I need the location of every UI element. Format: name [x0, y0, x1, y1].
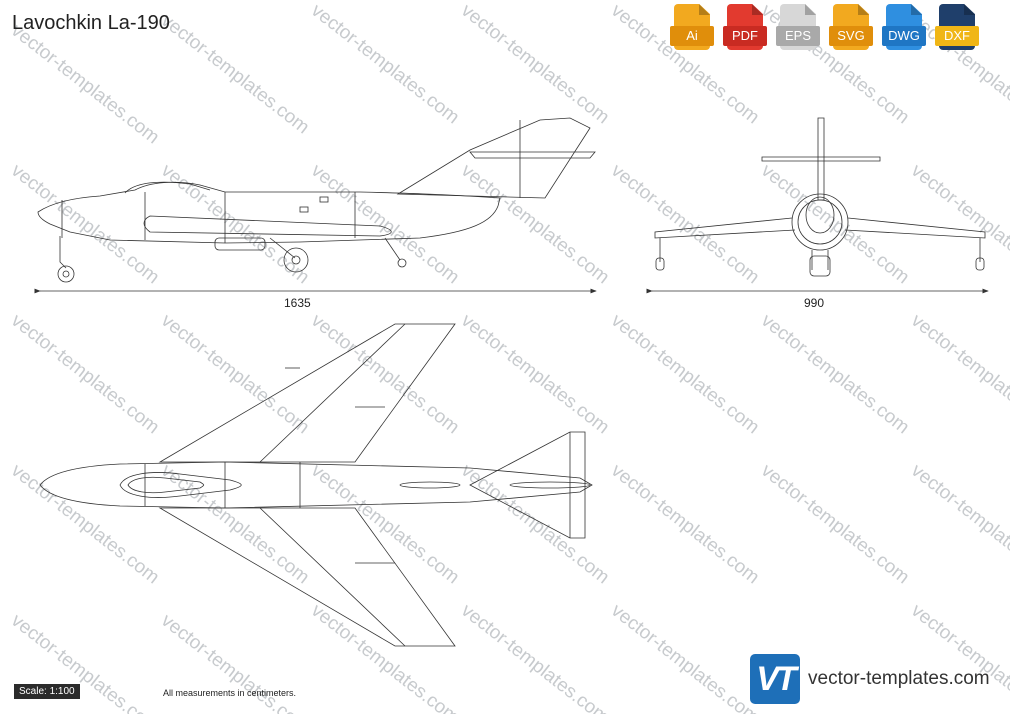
wing-top-left: [158, 323, 456, 463]
wing-side: [143, 215, 392, 237]
format-label: SVG: [829, 26, 873, 46]
page-fold: [699, 4, 710, 15]
page-fold: [805, 4, 816, 15]
tailplane-top: [469, 431, 586, 539]
top-view: [39, 323, 593, 647]
tailplane-front: [761, 156, 881, 162]
format-label: PDF: [723, 26, 767, 46]
format-label: Ai: [670, 26, 714, 46]
fuselage-top: [39, 461, 593, 509]
format-ai-button[interactable]: Ai: [668, 4, 716, 54]
canopy-top: [119, 472, 242, 498]
page-title: Lavochkin La-190: [12, 12, 170, 34]
format-label: DXF: [935, 26, 979, 46]
tail-gear: [384, 237, 401, 261]
tailplane-side: [469, 151, 596, 159]
page-fold: [858, 4, 869, 15]
fin-front: [817, 117, 825, 201]
main-gear: [269, 237, 296, 259]
format-label: DWG: [882, 26, 926, 46]
page-fold: [911, 4, 922, 15]
format-pdf-button[interactable]: PDF: [721, 4, 769, 54]
nose-gear: [59, 236, 67, 269]
fuselage-side: [37, 181, 501, 244]
page-fold: [964, 4, 975, 15]
side-view: [34, 117, 597, 294]
format-label: EPS: [776, 26, 820, 46]
format-eps-button[interactable]: EPS: [774, 4, 822, 54]
wing-top-right: [158, 507, 456, 647]
vt-logo-icon: VT: [750, 654, 800, 704]
page-fold: [752, 4, 763, 15]
drop-tank: [214, 237, 266, 251]
logo-text: vector-templates.com: [808, 668, 990, 689]
format-dxf-button[interactable]: DXF: [933, 4, 981, 54]
wing-front: [654, 217, 986, 239]
length-label: 1635: [284, 296, 311, 310]
scale-badge: Scale: 1:100: [14, 684, 80, 699]
format-downloads: Ai PDF EPS SVG DWG DXF: [668, 4, 981, 54]
site-logo[interactable]: VT vector-templates.com: [750, 654, 990, 704]
front-view: [646, 117, 989, 294]
span-label: 990: [804, 296, 825, 310]
format-dwg-button[interactable]: DWG: [880, 4, 928, 54]
format-svg-button[interactable]: SVG: [827, 4, 875, 54]
canopy-side: [124, 181, 211, 194]
tail-fin-side: [396, 117, 591, 199]
measurement-note: All measurements in centimeters.: [163, 688, 297, 698]
